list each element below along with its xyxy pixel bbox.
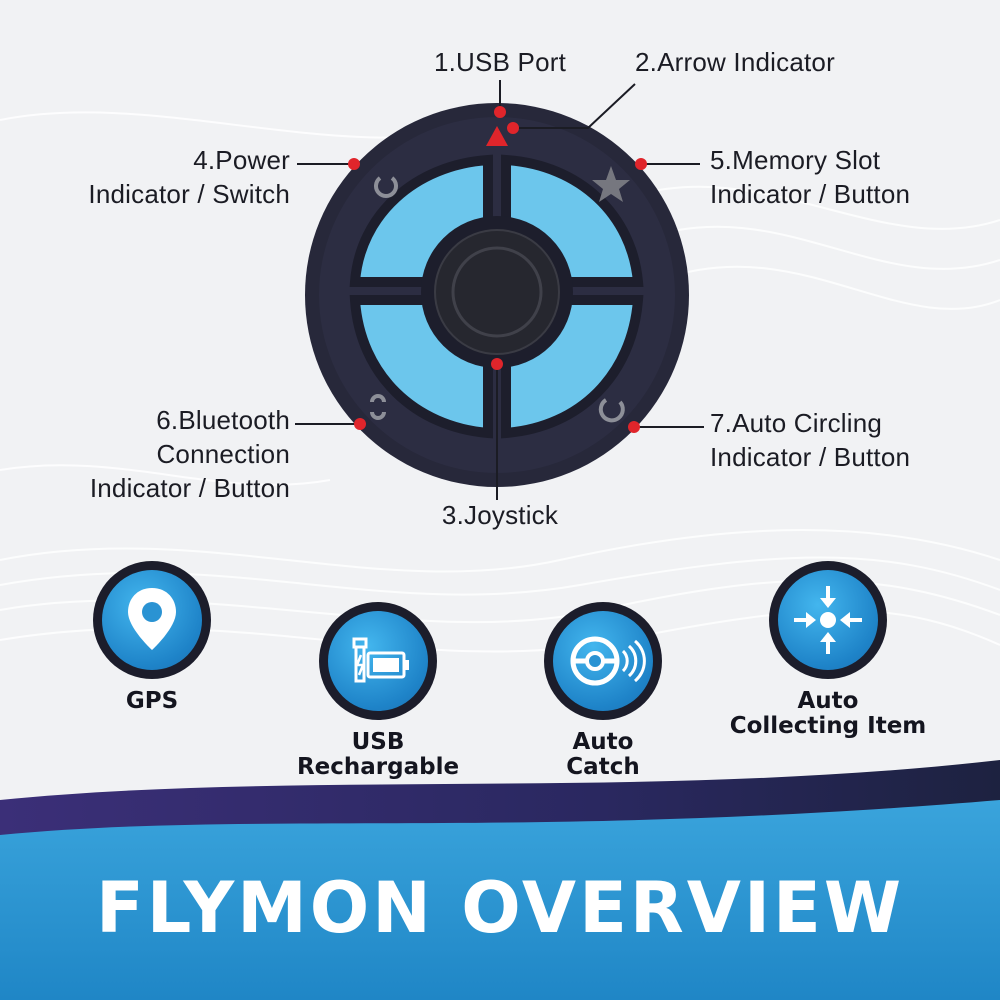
callout-auto-circling: 7.Auto Circling Indicator / Button	[710, 408, 911, 472]
converging-arrows-icon	[794, 586, 862, 654]
device-icons	[370, 176, 625, 423]
feature-label: GPS	[125, 688, 179, 714]
callout-memory-slot: 5.Memory Slot Indicator / Button	[710, 145, 911, 209]
gps-badge	[93, 561, 211, 679]
feature-gps: GPS	[32, 561, 272, 714]
location-pin-icon	[128, 588, 176, 650]
arrow-indicator-icon	[486, 126, 508, 146]
feature-auto-catch: Auto Catch	[483, 602, 723, 780]
auto-collecting-badge	[769, 561, 887, 679]
star-icon	[592, 166, 630, 202]
callout-bluetooth: 6.Bluetooth Connection Indicator / Butto…	[89, 405, 290, 503]
joystick	[421, 216, 573, 368]
usb-battery-icon	[352, 637, 409, 683]
footer-blue-band	[0, 800, 1000, 1000]
page-title: FLYMON OVERVIEW	[95, 867, 905, 949]
feature-auto-collecting: Auto Collecting Item	[708, 561, 948, 739]
feature-label: Auto Catch	[566, 729, 640, 780]
callout-dots	[348, 106, 647, 433]
usb-badge	[319, 602, 437, 720]
feature-label: USB Rechargable	[296, 729, 460, 780]
callout-lines	[295, 80, 704, 500]
feature-usb-rechargeable: USB Rechargable	[258, 602, 498, 780]
callout-arrow-indicator: 2.Arrow Indicator	[635, 47, 835, 77]
callout-power: 4.Power Indicator / Switch	[88, 145, 290, 209]
feature-label: Auto Collecting Item	[729, 688, 927, 739]
pokeball-signal-icon	[570, 636, 646, 686]
callout-usb-port: 1.USB Port	[433, 47, 567, 77]
auto-catch-badge	[544, 602, 662, 720]
callout-joystick: 3.Joystick	[441, 500, 559, 530]
